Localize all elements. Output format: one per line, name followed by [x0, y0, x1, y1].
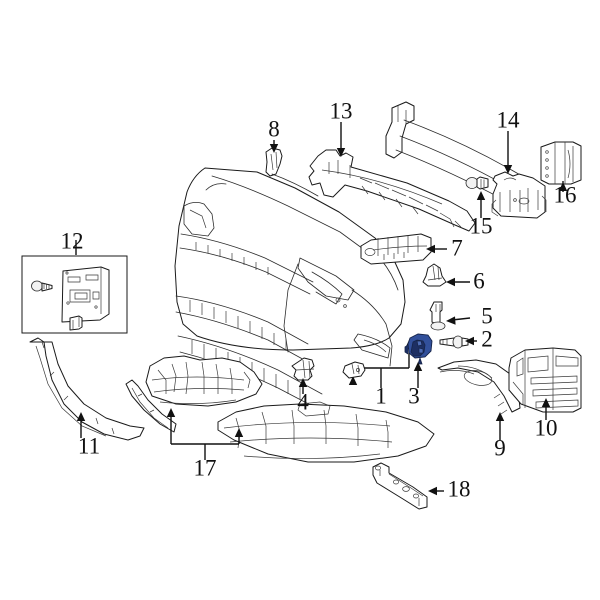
- engine-under-cover-right: [217, 401, 435, 463]
- callout-label-13[interactable]: 13: [330, 98, 353, 123]
- callout-18-leader: [428, 486, 444, 496]
- callout-16-leader: [558, 181, 568, 192]
- callout-label-4[interactable]: 4: [297, 389, 309, 414]
- callout-label-6[interactable]: 6: [473, 268, 485, 293]
- callout-label-3[interactable]: 3: [408, 383, 420, 408]
- lower-lip-spoiler-part: [29, 337, 177, 441]
- callout-11-leader: [76, 412, 86, 438]
- push-pin-clip-part: [291, 357, 315, 381]
- callout-label-18[interactable]: 18: [448, 476, 471, 501]
- callout-label-17[interactable]: 17: [194, 455, 217, 480]
- callout-label-14[interactable]: 14: [497, 107, 521, 132]
- callout-14-leader: [503, 131, 513, 174]
- license-plate-bolt: [31, 280, 53, 292]
- retainer-clip-highlighted-part: [404, 333, 433, 365]
- callout-9-leader: [495, 412, 505, 440]
- bumper-side-retainer-small: [342, 361, 366, 379]
- callout-label-10[interactable]: 10: [535, 415, 558, 440]
- license-plate-bracket-kit-group: [21, 240, 128, 334]
- upper-retainer-bracket-part: [360, 233, 432, 265]
- license-plate-kit-box: [21, 255, 128, 334]
- callout-label-5[interactable]: 5: [481, 303, 493, 328]
- callout-6-leader: [446, 277, 470, 287]
- callout-3-leader: [413, 362, 423, 388]
- callout-label-16[interactable]: 16: [554, 182, 577, 207]
- fog-lamp-garnish-part: [437, 359, 521, 415]
- front-bumper-cover-part: [174, 167, 406, 411]
- callout-17-leader: [166, 408, 244, 460]
- callout-2-leader: [465, 336, 477, 346]
- engine-under-cover-left: [145, 355, 263, 407]
- license-plate-bracket: [61, 266, 110, 323]
- callout-15-leader: [476, 191, 486, 218]
- callout-label-9[interactable]: 9: [494, 435, 506, 460]
- wedge-clip-part: [422, 263, 447, 287]
- callout-label-15[interactable]: 15: [470, 213, 493, 238]
- callout-10-leader: [541, 398, 551, 420]
- bolt-5-part: [429, 301, 446, 331]
- callout-13-leader: [336, 122, 346, 157]
- callout-label-7[interactable]: 7: [451, 235, 463, 260]
- callout-label-11[interactable]: 11: [78, 433, 100, 458]
- callout-label-12[interactable]: 12: [61, 228, 84, 253]
- side-mounting-bracket-part: [540, 141, 582, 185]
- screw-2-part: [439, 335, 469, 349]
- callout-label-1[interactable]: 1: [375, 383, 387, 408]
- license-plate-clip: [69, 315, 83, 331]
- callout-5-leader: [446, 316, 471, 325]
- side-retainer-bracket-part: [265, 147, 319, 197]
- energy-absorber-part: [308, 149, 476, 232]
- crash-box-bracket-part: [491, 171, 547, 219]
- callout-8-leader: [269, 140, 279, 153]
- callout-4-leader: [298, 378, 308, 394]
- callout-label-8[interactable]: 8: [268, 116, 280, 141]
- fog-lamp-bezel-duct-part: [508, 347, 582, 413]
- callout-label-2[interactable]: 2: [481, 326, 493, 351]
- lower-mounting-bracket-part: [372, 462, 428, 510]
- bolt-15-part: [465, 176, 489, 190]
- callout-7-leader: [426, 244, 447, 254]
